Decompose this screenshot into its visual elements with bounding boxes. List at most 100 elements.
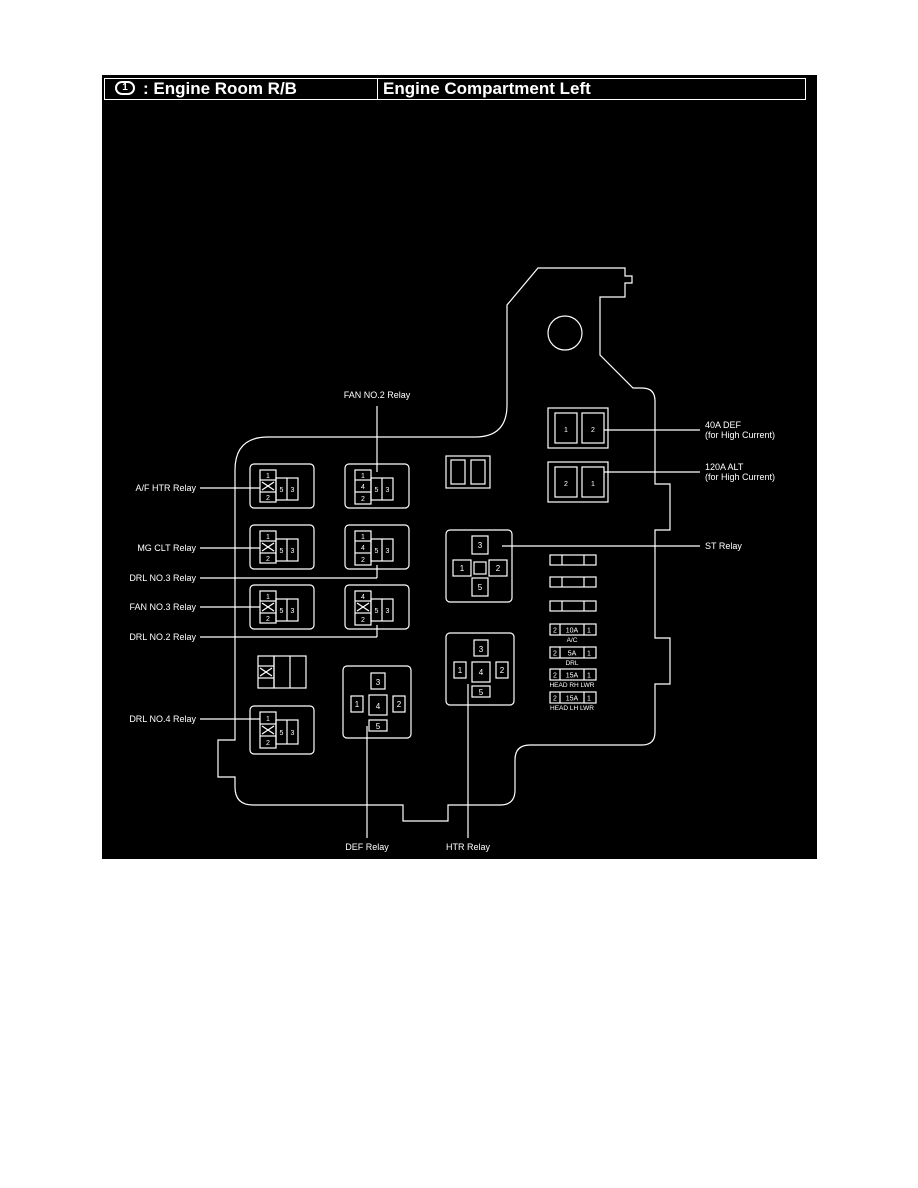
pin-label: 1 (458, 666, 463, 675)
pin-label: 2 (500, 666, 505, 675)
pin-label: 3 (386, 487, 390, 494)
pin-label: 1 (266, 594, 270, 601)
pin-label: 2 (591, 427, 595, 434)
pin-label: 5 (280, 608, 284, 615)
fuse-pin-left: 2 (553, 628, 557, 635)
pin-label: 2 (361, 496, 365, 503)
mounting-hole (547, 315, 583, 351)
mini-fuse-ac: 2 10A 1 A/C (549, 623, 597, 644)
fuse-pin-left: 2 (553, 673, 557, 680)
pin-label: 1 (266, 716, 270, 723)
drl-no3-relay-socket: 1 4 2 5 3 (344, 524, 410, 570)
pin-label: 5 (479, 688, 484, 697)
pin-label: 3 (291, 487, 295, 494)
mg-clt-relay-label: MG CLT Relay (137, 543, 196, 553)
fan-no2-relay-label: FAN NO.2 Relay (344, 390, 411, 400)
pin-label: 2 (266, 556, 270, 563)
pin-label: 2 (361, 617, 365, 624)
pin-label: 3 (376, 678, 381, 687)
fuse-rating: 15A (566, 696, 579, 703)
drl-no4-relay-label: DRL NO.4 Relay (129, 714, 196, 724)
pin-label: 5 (280, 487, 284, 494)
pin-label: 5 (375, 608, 379, 615)
def-relay-label: DEF Relay (345, 842, 389, 852)
diagram-panel (102, 75, 817, 859)
pin-label: 2 (266, 740, 270, 747)
spare-socket (445, 455, 491, 489)
pin-label: 3 (386, 608, 390, 615)
fuse-rating: 5A (568, 651, 577, 658)
circled-number: 1 (115, 81, 135, 95)
pin-label: 3 (291, 608, 295, 615)
unlabeled-relay-socket (257, 655, 307, 689)
fuse-name: DRL (565, 660, 578, 667)
pin-label: 4 (361, 484, 365, 491)
drl-no2-relay-socket: 4 2 5 3 (344, 584, 410, 630)
mg-clt-relay-socket: 1 2 5 3 (249, 524, 315, 570)
mini-fuse-head-lh-lwr: 2 15A 1 HEAD LH LWR (549, 691, 597, 712)
pin-label: 1 (361, 534, 365, 541)
pin-label: 4 (361, 545, 365, 552)
pin-label: 1 (266, 534, 270, 541)
fuse-120a-alt: 2 1 (547, 461, 609, 503)
mini-fuse-drl: 2 5A 1 DRL (549, 646, 597, 667)
relay-block-housing (217, 267, 671, 822)
st-relay-label: ST Relay (705, 541, 742, 551)
fan-no3-relay-label: FAN NO.3 Relay (129, 602, 196, 612)
pin-label: 5 (478, 583, 483, 592)
fuse-40a-def: 1 2 (547, 407, 609, 449)
pin-label: 2 (361, 557, 365, 564)
pin-label: 5 (280, 730, 284, 737)
pin-label: 2 (266, 616, 270, 623)
empty-fuse-slots (549, 554, 597, 612)
mini-fuse-head-rh-lwr: 2 15A 1 HEAD RH LWR (549, 668, 597, 689)
pin-label: 5 (376, 722, 381, 731)
pin-label: 3 (291, 730, 295, 737)
fuse-pin-right: 1 (587, 696, 591, 703)
leader-lines (200, 406, 700, 838)
pin-label: 5 (280, 548, 284, 555)
pin-label: 1 (564, 427, 568, 434)
af-htr-relay-socket: 1 2 5 3 (249, 463, 315, 509)
pin-label: 3 (386, 548, 390, 555)
diagram-header: 1 : Engine Room R/B Engine Compartment L… (104, 78, 806, 100)
fuse-pin-left: 2 (553, 651, 557, 658)
pin-label: 3 (291, 548, 295, 555)
fuse-120a-alt-label: 120A ALT (705, 462, 744, 472)
drl-no3-relay-label: DRL NO.3 Relay (129, 573, 196, 583)
pin-label: 1 (266, 473, 270, 480)
pin-label: 1 (355, 700, 360, 709)
pin-label: 5 (375, 548, 379, 555)
pin-label: 3 (478, 541, 483, 550)
pin-label: 2 (266, 495, 270, 502)
pin-label: 1 (591, 481, 595, 488)
af-htr-relay-label: A/F HTR Relay (135, 483, 196, 493)
def-relay-socket: 3 4 1 2 5 (342, 665, 412, 739)
fuse-pin-left: 2 (553, 696, 557, 703)
pin-label: 4 (479, 668, 484, 677)
pin-label: 2 (496, 564, 501, 573)
pin-label: 2 (564, 481, 568, 488)
pin-label: 4 (376, 702, 381, 711)
st-relay-socket: 3 1 2 5 (445, 529, 513, 603)
fuse-name: HEAD LH LWR (550, 705, 594, 712)
fuse-40a-def-label: 40A DEF (705, 420, 742, 430)
htr-relay-socket: 3 4 1 2 5 (445, 632, 515, 706)
pin-label: 2 (397, 700, 402, 709)
fuse-pin-right: 1 (587, 673, 591, 680)
fuse-40a-def-sublabel: (for High Current) (705, 430, 775, 440)
htr-relay-label: HTR Relay (446, 842, 491, 852)
header-title-left: : Engine Room R/B (143, 79, 297, 98)
pin-label: 1 (361, 473, 365, 480)
header-title-right: Engine Compartment Left (383, 79, 591, 98)
fuse-120a-alt-sublabel: (for High Current) (705, 472, 775, 482)
drl-no4-relay-socket: 1 2 5 3 (249, 705, 315, 755)
fuse-rating: 15A (566, 673, 579, 680)
header-left-cell: 1 : Engine Room R/B (105, 79, 378, 99)
fuse-rating: 10A (566, 628, 579, 635)
fuse-pin-right: 1 (587, 651, 591, 658)
pin-label: 1 (460, 564, 465, 573)
pin-label: 4 (361, 594, 365, 601)
fuse-name: A/C (567, 637, 578, 644)
